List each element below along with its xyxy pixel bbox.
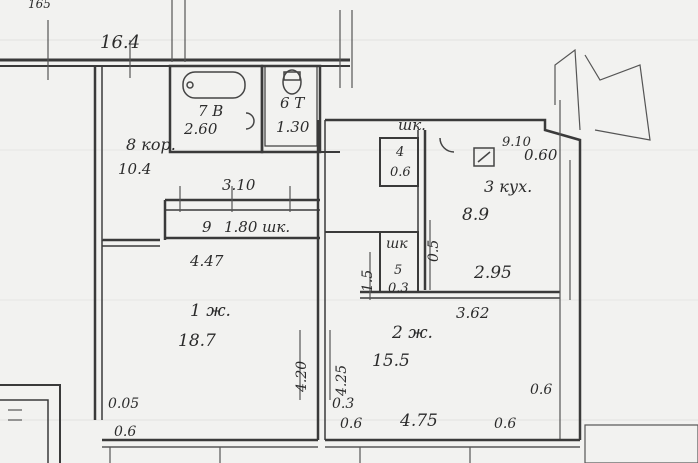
- room2-width: 3.62: [456, 304, 489, 322]
- dim-06-left: 0.6: [114, 424, 136, 440]
- room1-area: 18.7: [178, 331, 216, 351]
- corner-label: 165: [28, 0, 51, 11]
- corridor-length: 3.10: [222, 176, 256, 194]
- storage-4-label: 4: [395, 145, 404, 160]
- dimension-lines: [101, 110, 431, 400]
- toilet-area: 1.30: [276, 118, 310, 136]
- toilet-label: 6 Т: [280, 94, 305, 112]
- room2-depth: 4.25: [334, 365, 350, 397]
- room1-width: 4.47: [189, 252, 224, 270]
- room2-bottom-width: 4.75: [399, 411, 438, 431]
- room2-area: 15.5: [372, 351, 410, 371]
- balcony-outline: [554, 48, 651, 440]
- bathtub-icon: [182, 71, 246, 99]
- dim-03: 0.3: [332, 396, 354, 412]
- hall-label: 8 кор.: [126, 135, 176, 154]
- paper-texture: [0, 39, 698, 421]
- toilet-icon: [282, 69, 302, 95]
- hall-partitions: [102, 120, 326, 440]
- room1-depth: 4.20: [294, 361, 310, 393]
- stove-icon: [473, 147, 495, 167]
- kitchen-label: 3 кух.: [484, 177, 532, 196]
- room1-label: 1 ж.: [190, 301, 231, 321]
- room2-label: 2 ж.: [391, 323, 433, 343]
- kitchen-walls: [325, 118, 582, 440]
- top-dimension: 16.4: [100, 32, 140, 53]
- kitchen-door-arc: [439, 137, 455, 153]
- storage-5-area: 0.3: [388, 281, 409, 296]
- storage-5-label: 5: [394, 263, 402, 278]
- bath-area: 2.60: [183, 120, 218, 138]
- dim-06-side: 0.6: [530, 382, 552, 398]
- dim-06-mid: 0.6: [340, 416, 362, 432]
- closet-top-label: шк.: [398, 116, 426, 134]
- bath-label: 7 В: [198, 102, 223, 120]
- storage-4-area: 0.6: [390, 165, 411, 180]
- closet-mid-label: шк: [386, 236, 408, 252]
- left-outer-wall: [0, 66, 103, 463]
- bathroom-block: [168, 64, 340, 154]
- sink-icon: [245, 112, 255, 130]
- bottom-walls: [102, 424, 698, 463]
- closet-9-label: 9: [202, 218, 212, 236]
- hall-area: 10.4: [118, 160, 151, 178]
- dim-05: 0.5: [426, 240, 442, 262]
- kitchen-dim-2: 0.60: [524, 146, 558, 164]
- dim-005: 0.05: [108, 396, 139, 412]
- closet-9-area: 1.80 шк.: [224, 218, 290, 236]
- kitchen-width: 2.95: [473, 263, 512, 283]
- dim-15: 1.5: [360, 270, 376, 292]
- kitchen-area: 8.9: [462, 205, 489, 225]
- kitchen-dim-1: 9.10: [502, 135, 531, 150]
- dim-06-right: 0.6: [494, 416, 516, 432]
